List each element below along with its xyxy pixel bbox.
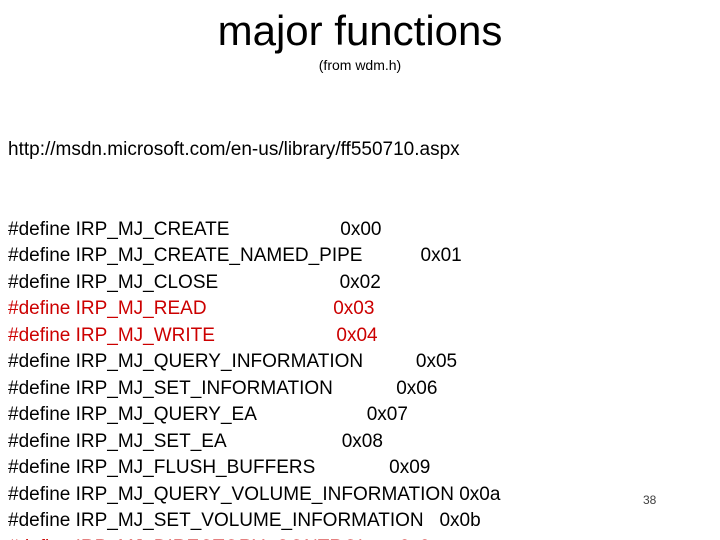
define-line: #define IRP_MJ_CREATE 0x00 (8, 218, 382, 240)
slide-subtitle: (from wdm.h) (318, 57, 402, 73)
define-line: #define IRP_MJ_QUERY_EA 0x07 (8, 404, 408, 425)
define-line: #define IRP_MJ_CREATE_NAMED_PIPE 0x01 (8, 245, 462, 266)
define-line: #define IRP_MJ_SET_EA 0x08 (8, 430, 383, 452)
slide-title: major functions (217, 7, 503, 54)
define-line: #define IRP_MJ_QUERY_VOLUME_INFORMATION … (8, 483, 501, 505)
define-line: #define IRP_MJ_READ 0x03 (8, 298, 375, 319)
define-line: #define IRP_MJ_QUERY_INFORMATION 0x05 (8, 351, 458, 372)
define-line: #define IRP_MJ_SET_INFORMATION 0x06 (8, 377, 438, 399)
define-line: #define IRP_MJ_FLUSH_BUFFERS 0x09 (8, 457, 431, 478)
defines-list: #define IRP_MJ_CREATE 0x00 #define IRP_MJ… (8, 217, 500, 540)
define-line: #define IRP_MJ_DIRECTORY_CONTROL 0x0c (8, 535, 500, 540)
define-line: #define IRP_MJ_SET_VOLUME_INFORMATION 0x… (8, 510, 481, 531)
defines-block: http://msdn.microsoft.com/en-us/library/… (8, 84, 500, 540)
msdn-url: http://msdn.microsoft.com/en-us/library/… (8, 139, 460, 160)
define-line: #define IRP_MJ_CLOSE 0x02 (8, 271, 381, 293)
define-line: #define IRP_MJ_WRITE 0x04 (8, 324, 378, 346)
page-number: 38 (643, 493, 657, 507)
